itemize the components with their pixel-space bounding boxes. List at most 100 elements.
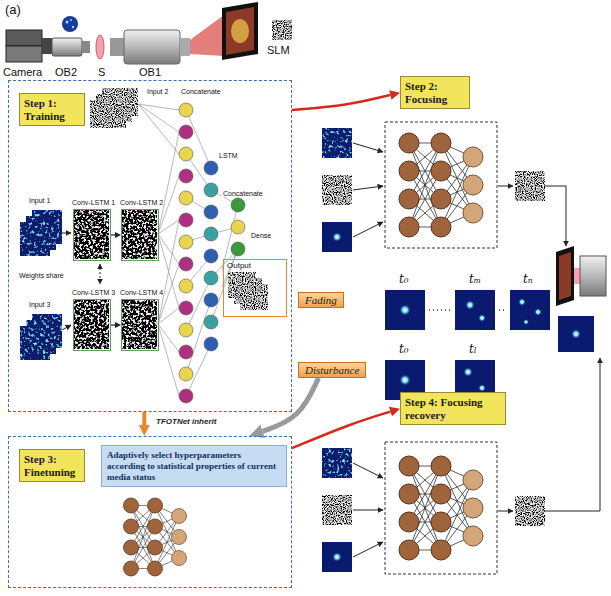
slm-panel: [222, 2, 258, 60]
speckle-disc: [62, 16, 78, 32]
layer-label: Conv-LSTM 2: [120, 199, 163, 206]
step4-input: [322, 542, 352, 572]
part-label: OB2: [54, 66, 78, 78]
step-title: Step 4: Focusing recovery: [405, 396, 501, 421]
feedback-line: [545, 186, 566, 246]
conv-lstm-box: Conv-LSTM 2: [121, 209, 159, 261]
weights-share-arrow: [100, 264, 101, 284]
output-box: Output: [223, 259, 287, 317]
speckle-disc: [70, 19, 72, 21]
input-arrows: [62, 325, 71, 330]
lstm-layer: [204, 205, 218, 219]
sample-s: [96, 35, 104, 59]
lstm-layer: [204, 161, 218, 351]
layer-label: Output: [224, 260, 286, 271]
conv-lstm-box: Conv-LSTM 4: [121, 299, 159, 351]
step2-output: [515, 171, 545, 201]
speckle-disc: [62, 16, 78, 32]
slm-camera-device: [556, 246, 606, 306]
concatenate-layer: [179, 191, 193, 205]
status-label: Fading: [305, 294, 337, 306]
objective-ob2: [52, 38, 90, 56]
layer-label: Concatenate: [180, 88, 222, 95]
camera: [6, 30, 42, 46]
step4-input: [322, 495, 352, 525]
step2-arrows: [353, 143, 383, 152]
layer-label: Input 1: [28, 197, 51, 204]
objective-ob1: [110, 30, 190, 64]
step-badge: Step 2: Focusing: [400, 76, 470, 109]
conv-lstm-box: Conv-LSTM 1: [73, 209, 111, 261]
lstm-layer: [204, 227, 218, 241]
fading-frames: [478, 314, 486, 322]
lstm-layer: [204, 315, 218, 329]
lstm-layer: [204, 293, 218, 307]
slm-camera-device: [556, 246, 574, 306]
input-3-stack: [32, 314, 62, 348]
step-panel: Step 3: FinetuningAdaptively select hype…: [8, 436, 292, 588]
device-output: [558, 316, 594, 352]
step4-output: [515, 496, 545, 526]
connector-arrow: [111, 324, 115, 325]
layer-label: Conv-LSTM 4: [120, 289, 163, 296]
concatenate-layer: [179, 389, 193, 403]
fading-frames: [518, 298, 526, 306]
slm-camera-device: [559, 252, 571, 300]
input-arrows: [62, 233, 71, 234]
output-stack: [240, 284, 268, 310]
neural-network: [399, 133, 483, 237]
dense-layer: [231, 198, 245, 256]
network-frame: [385, 122, 497, 248]
status-tag: Disturbance: [298, 362, 366, 378]
layer-label: Input 2: [146, 88, 169, 95]
camera: [6, 46, 42, 62]
status-tag: Fading: [298, 292, 344, 308]
neural-network: [124, 498, 187, 576]
input-arrows: [62, 233, 71, 330]
layer-label: Concatenate: [222, 190, 264, 197]
step-panel: Step 1: TrainingConv-LSTM 1Conv-LSTM 2Co…: [8, 80, 292, 412]
input-1-stack: [32, 210, 62, 244]
slm-panel: [231, 19, 249, 43]
part-label: Camera: [2, 66, 43, 78]
step4-arrows: [353, 510, 383, 511]
neural-network: [399, 456, 483, 560]
concatenate-layer: [179, 213, 193, 227]
conv-lstm-maps: [74, 210, 109, 259]
feedback-line: [545, 358, 600, 511]
concatenate-layer: [179, 279, 193, 293]
speckle-disc: [66, 21, 69, 24]
concatenate-layer: [179, 367, 193, 381]
connector-arrow: [111, 234, 115, 235]
fading-frames: [385, 290, 425, 330]
step2-input: [322, 222, 352, 252]
concatenate-layer: [179, 323, 193, 337]
dense-layer: [231, 242, 245, 256]
layer-label: Conv-LSTM 1: [72, 199, 115, 206]
concatenate-layer: [179, 345, 193, 359]
input-3-stack: [20, 314, 62, 360]
disturbance-frames: [463, 367, 473, 377]
objective-ob2: [52, 38, 82, 56]
slm-camera-device: [574, 268, 580, 284]
panel-letter: (a): [4, 2, 22, 17]
input-2-stack: [90, 88, 138, 128]
time-label: t₀: [398, 272, 410, 286]
layer-label: Input 3: [28, 301, 51, 308]
fading-frames: [399, 304, 411, 316]
fading-frames: [455, 290, 495, 330]
lstm-layer: [204, 271, 218, 285]
layer-label: Weights share: [18, 272, 65, 279]
time-label: t₀: [398, 342, 410, 356]
concatenate-layer: [179, 301, 193, 315]
step-badge: Step 4: Focusing recovery: [400, 392, 506, 425]
fading-frames: [523, 319, 529, 325]
conv-lstm-maps: [122, 300, 157, 349]
concatenate-layer: [179, 125, 193, 139]
fading-frames: [465, 300, 475, 310]
network-frame: [385, 442, 497, 574]
lstm-layer: [204, 249, 218, 263]
dense-layer: [231, 198, 245, 212]
conv-lstm-maps: [74, 300, 109, 349]
